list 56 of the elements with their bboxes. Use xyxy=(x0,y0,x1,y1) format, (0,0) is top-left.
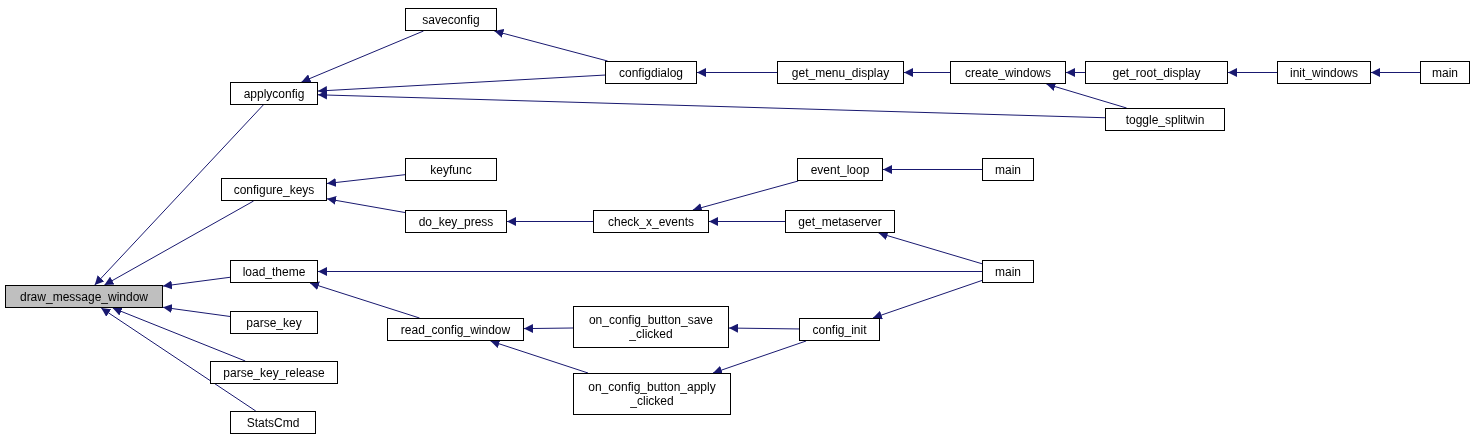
function-box: parse_key xyxy=(230,311,318,334)
arrow xyxy=(94,104,264,286)
arrow xyxy=(162,276,231,290)
arrow xyxy=(326,174,406,187)
arrow xyxy=(112,307,246,362)
function-box: toggle_splitwin xyxy=(1105,108,1225,131)
arrow xyxy=(317,90,1106,119)
arrow xyxy=(301,30,424,83)
arrow xyxy=(490,339,589,374)
arrow xyxy=(696,68,778,77)
arrow xyxy=(317,74,606,96)
arrow xyxy=(878,231,983,265)
function-box: get_menu_display xyxy=(777,61,904,84)
function-box: init_windows xyxy=(1277,61,1371,84)
function-box: check_x_events xyxy=(593,210,709,233)
arrow xyxy=(523,324,574,333)
arrow xyxy=(903,68,951,77)
arrow xyxy=(100,307,257,412)
arrow xyxy=(712,340,807,375)
function-box: applyconfig xyxy=(230,82,318,105)
function-box: main xyxy=(982,260,1034,283)
function-box: StatsCmd xyxy=(230,411,316,434)
function-box: get_root_display xyxy=(1085,61,1228,84)
function-box: do_key_press xyxy=(405,210,507,233)
arrow xyxy=(1065,68,1086,77)
function-box: get_metaserver xyxy=(785,210,895,233)
arrow xyxy=(882,165,983,174)
function-box: parse_key_release xyxy=(210,361,338,384)
function-box: draw_message_window xyxy=(5,285,163,308)
function-box: main xyxy=(1420,61,1470,84)
function-box: configdialog xyxy=(605,61,697,84)
arrow xyxy=(872,279,983,320)
function-box: saveconfig xyxy=(405,8,497,31)
arrow xyxy=(317,267,983,276)
function-box: event_loop xyxy=(797,158,883,181)
arrow xyxy=(506,217,594,226)
arrow xyxy=(103,200,255,286)
arrow xyxy=(493,28,609,62)
function-box: read_config_window xyxy=(387,318,524,341)
function-box: config_init xyxy=(799,318,880,341)
arrow xyxy=(326,195,406,214)
function-box: create_windows xyxy=(950,61,1066,84)
arrow xyxy=(162,304,231,317)
function-box: on_config_button_save _clicked xyxy=(573,306,729,348)
function-box: on_config_button_apply _clicked xyxy=(573,373,731,415)
function-box: load_theme xyxy=(230,260,318,283)
arrow xyxy=(1370,68,1421,77)
function-box: configure_keys xyxy=(221,178,327,201)
arrow xyxy=(728,323,800,333)
arrow xyxy=(692,180,799,212)
arrow xyxy=(309,281,420,319)
arrow xyxy=(1045,82,1128,109)
function-box: keyfunc xyxy=(405,158,497,181)
arrow xyxy=(708,217,786,226)
function-box: main xyxy=(982,158,1034,181)
arrow xyxy=(1227,68,1278,77)
